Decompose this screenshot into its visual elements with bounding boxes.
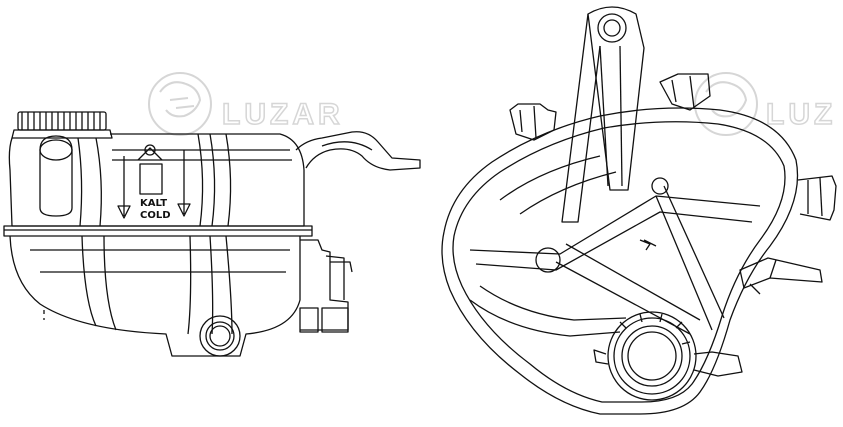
mounting-lugs xyxy=(299,239,353,333)
internal-ribs xyxy=(469,155,761,337)
watermark-logo-icon xyxy=(694,72,758,136)
top-tabs xyxy=(509,73,711,141)
watermark-left: LUZAR xyxy=(148,72,344,136)
seam-band xyxy=(3,225,313,237)
tank-side-view: KALT COLD xyxy=(3,111,421,357)
tank-lower-body xyxy=(9,235,301,357)
watermark-brand-text-partial: LUZ xyxy=(766,98,836,131)
embossed-label-kalt: KALT xyxy=(140,198,167,209)
side-hose-nipple xyxy=(797,175,837,221)
mounting-bracket xyxy=(295,131,421,171)
watermark-logo-icon xyxy=(148,72,212,136)
filler-port-ring xyxy=(593,311,743,401)
watermark-brand-text: LUZAR xyxy=(222,98,344,131)
embossed-label-cold: COLD xyxy=(140,210,171,221)
tank-top-view xyxy=(441,6,837,415)
coolant-level-markings xyxy=(117,144,191,219)
bottom-outlet-port xyxy=(199,315,241,357)
mounting-arm xyxy=(561,6,645,223)
tank-top-outline xyxy=(441,107,799,415)
tank-top-inner-outline xyxy=(452,121,786,403)
watermark-right: LUZ xyxy=(694,72,836,136)
side-clip xyxy=(739,257,823,295)
filler-neck xyxy=(11,111,113,139)
